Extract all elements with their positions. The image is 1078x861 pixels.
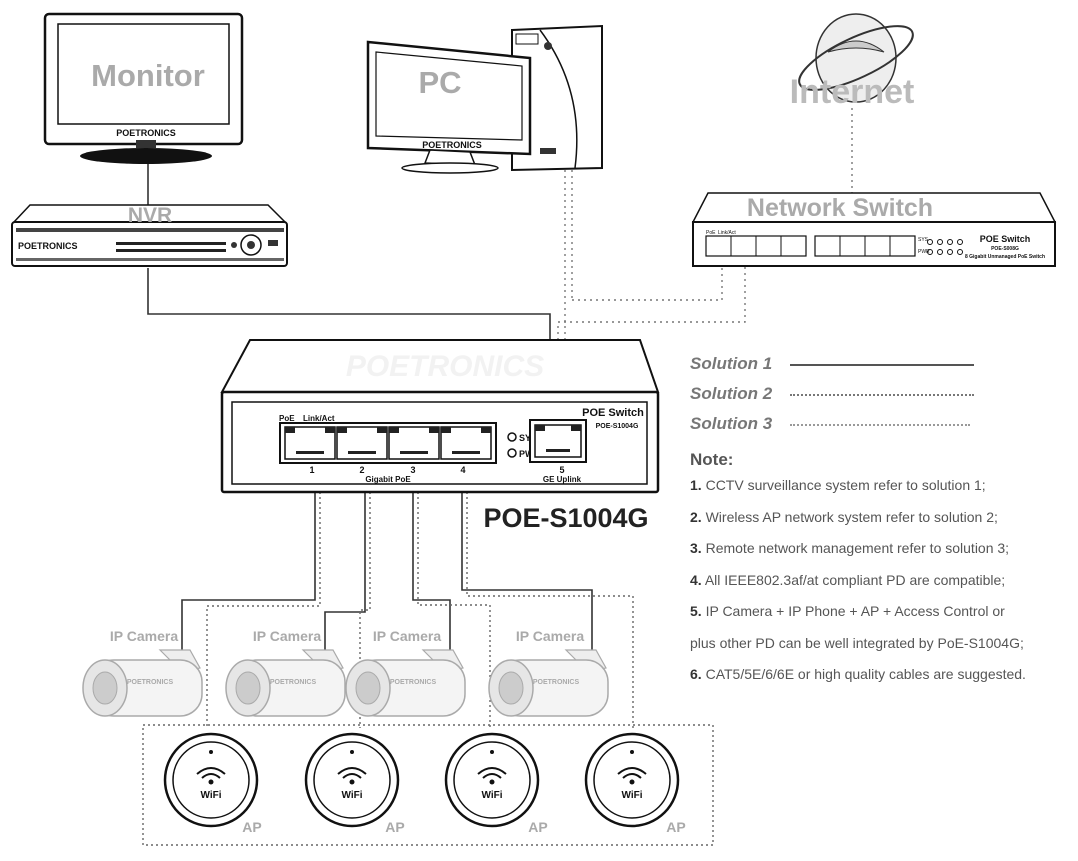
ap-3-badge: WiFi xyxy=(481,790,502,801)
note-item-6: 6. CAT5/5E/6/6E or high quality cables a… xyxy=(690,665,1075,697)
ap-4-badge: WiFi xyxy=(621,790,642,801)
camera-1-label: IP Camera xyxy=(110,628,178,644)
note-item-2: 2. Wireless AP network system refer to s… xyxy=(690,508,1075,540)
camera-1: IP Camera POETRONICS xyxy=(82,628,203,717)
legend-solution-1-line xyxy=(790,364,974,366)
note-item-5-text: IP Camera + IP Phone + AP + Access Contr… xyxy=(705,603,1005,619)
poe-switch-port-label-poe: PoE xyxy=(279,414,295,423)
monitor-brand: POETRONICS xyxy=(116,128,176,138)
legend-solution-2-line xyxy=(790,394,974,396)
note-item-3: 3. Remote network management refer to so… xyxy=(690,539,1075,571)
monitor-label: Monitor xyxy=(91,58,205,93)
poe-switch-watermark: POETRONICS xyxy=(346,350,544,383)
pc-label: PC xyxy=(418,65,461,100)
note-item-2-text: Wireless AP network system refer to solu… xyxy=(705,508,998,525)
network-switch-port-label-link: Link/Act xyxy=(718,230,736,236)
poe-switch-device: POETRONICS PoE Link/Act 1 2 3 4 Gigabit … xyxy=(220,339,660,494)
note-item-4: 4. All IEEE802.3af/at compliant PD are c… xyxy=(690,571,1075,603)
nvr-brand: POETRONICS xyxy=(18,241,78,251)
network-switch-title: POE Switch xyxy=(980,234,1031,244)
poe-port-4-number: 4 xyxy=(460,465,465,475)
poe-port-3-number: 3 xyxy=(410,465,415,475)
note-title: Note: xyxy=(690,450,734,469)
network-switch-desc: 8 Gigabit Unmanaged PoE Switch xyxy=(965,254,1045,260)
note-item-2-num: 2. xyxy=(690,508,702,525)
legend-solution-3: Solution 3 xyxy=(690,412,1075,442)
note-item-3-num: 3. xyxy=(690,540,702,556)
ap-2-label: AP xyxy=(385,819,404,835)
camera-2-label: IP Camera xyxy=(253,628,321,644)
note-item-1-text: CCTV surveillance system refer to soluti… xyxy=(705,477,986,493)
note-item-4-text: All IEEE802.3af/at compliant PD are comp… xyxy=(704,571,1006,588)
legend-solution-1: Solution 1 xyxy=(690,352,1075,382)
network-switch-device: Network Switch PoE Link/Act SYS PWR POE … xyxy=(691,192,1057,267)
legend-panel: Solution 1 Solution 2 Solution 3 Note: 1… xyxy=(690,352,1075,697)
camera-2-brand: POETRONICS xyxy=(270,679,317,686)
note-item-5-num: 5. xyxy=(690,603,702,619)
nvr-device: NVR POETRONICS xyxy=(11,204,288,267)
network-switch-model: POE-S008G xyxy=(991,246,1019,252)
ap-4: WiFi AP xyxy=(584,732,686,835)
ap-2-badge: WiFi xyxy=(341,790,362,801)
poe-port-1-number: 1 xyxy=(309,465,314,475)
note-item-6-text: CAT5/5E/6/6E or high quality cables are … xyxy=(705,666,1026,682)
internet-label: Internet xyxy=(790,73,915,111)
poe-switch-title: POE Switch xyxy=(582,407,644,419)
internet-device: Internet xyxy=(790,13,915,111)
monitor-device: Monitor POETRONICS xyxy=(43,12,244,164)
ap-2: WiFi AP xyxy=(304,732,405,835)
note-item-1: 1. CCTV surveillance system refer to sol… xyxy=(690,476,1075,508)
camera-3-label: IP Camera xyxy=(373,628,441,644)
uplink-port-number: 5 xyxy=(559,465,564,475)
ap-3-label: AP xyxy=(528,819,547,835)
note-item-5: 5. IP Camera + IP Phone + AP + Access Co… xyxy=(690,602,1075,634)
legend-solution-1-label: Solution 1 xyxy=(690,354,773,373)
note-item-4-num: 4. xyxy=(690,571,702,588)
note-item-5-cont-text: plus other PD can be well integrated by … xyxy=(690,634,1024,651)
network-switch-label: Network Switch xyxy=(747,194,933,222)
poe-port-2-number: 2 xyxy=(359,465,364,475)
poe-switch-gigabit-label: Gigabit PoE xyxy=(365,475,411,484)
note-item-6-num: 6. xyxy=(690,666,702,682)
network-switch-port-label-poe: PoE xyxy=(706,230,716,236)
camera-2: IP Camera POETRONICS xyxy=(225,628,346,717)
ap-1: WiFi AP xyxy=(163,732,262,835)
camera-3: IP Camera POETRONICS xyxy=(345,628,466,717)
network-switch-led-sys: SYS xyxy=(918,237,929,243)
uplink-port-label: GE Uplink xyxy=(543,475,582,484)
poe-switch-big-label: POE-S1004G xyxy=(483,503,648,533)
ap-3: WiFi AP xyxy=(444,732,548,835)
pc-brand: POETRONICS xyxy=(422,140,482,150)
legend-solution-3-line xyxy=(790,424,970,426)
poe-switch-port-label-link: Link/Act xyxy=(303,414,335,423)
legend-solution-3-label: Solution 3 xyxy=(690,414,773,433)
ap-1-badge: WiFi xyxy=(200,790,221,801)
camera-3-brand: POETRONICS xyxy=(390,679,437,686)
poe-switch-model: POE-S1004G xyxy=(596,423,639,430)
legend-solution-2: Solution 2 xyxy=(690,382,1075,412)
note-item-3-text: Remote network management refer to solut… xyxy=(705,540,1010,556)
nvr-label: NVR xyxy=(128,204,172,227)
note-item-5-cont: plus other PD can be well integrated by … xyxy=(690,634,1075,666)
ap-4-label: AP xyxy=(666,819,685,835)
camera-4-brand: POETRONICS xyxy=(533,679,580,686)
camera-4: IP Camera POETRONICS xyxy=(488,628,609,717)
camera-4-label: IP Camera xyxy=(516,628,584,644)
legend-solution-2-label: Solution 2 xyxy=(690,384,773,403)
camera-1-brand: POETRONICS xyxy=(127,679,174,686)
network-switch-led-pwr: PWR xyxy=(918,249,930,255)
poe-switch-led-sys: SYS xyxy=(519,433,537,443)
note-item-1-num: 1. xyxy=(690,477,702,493)
pc-device: PC POETRONICS xyxy=(366,24,603,174)
ap-1-label: AP xyxy=(242,819,261,835)
